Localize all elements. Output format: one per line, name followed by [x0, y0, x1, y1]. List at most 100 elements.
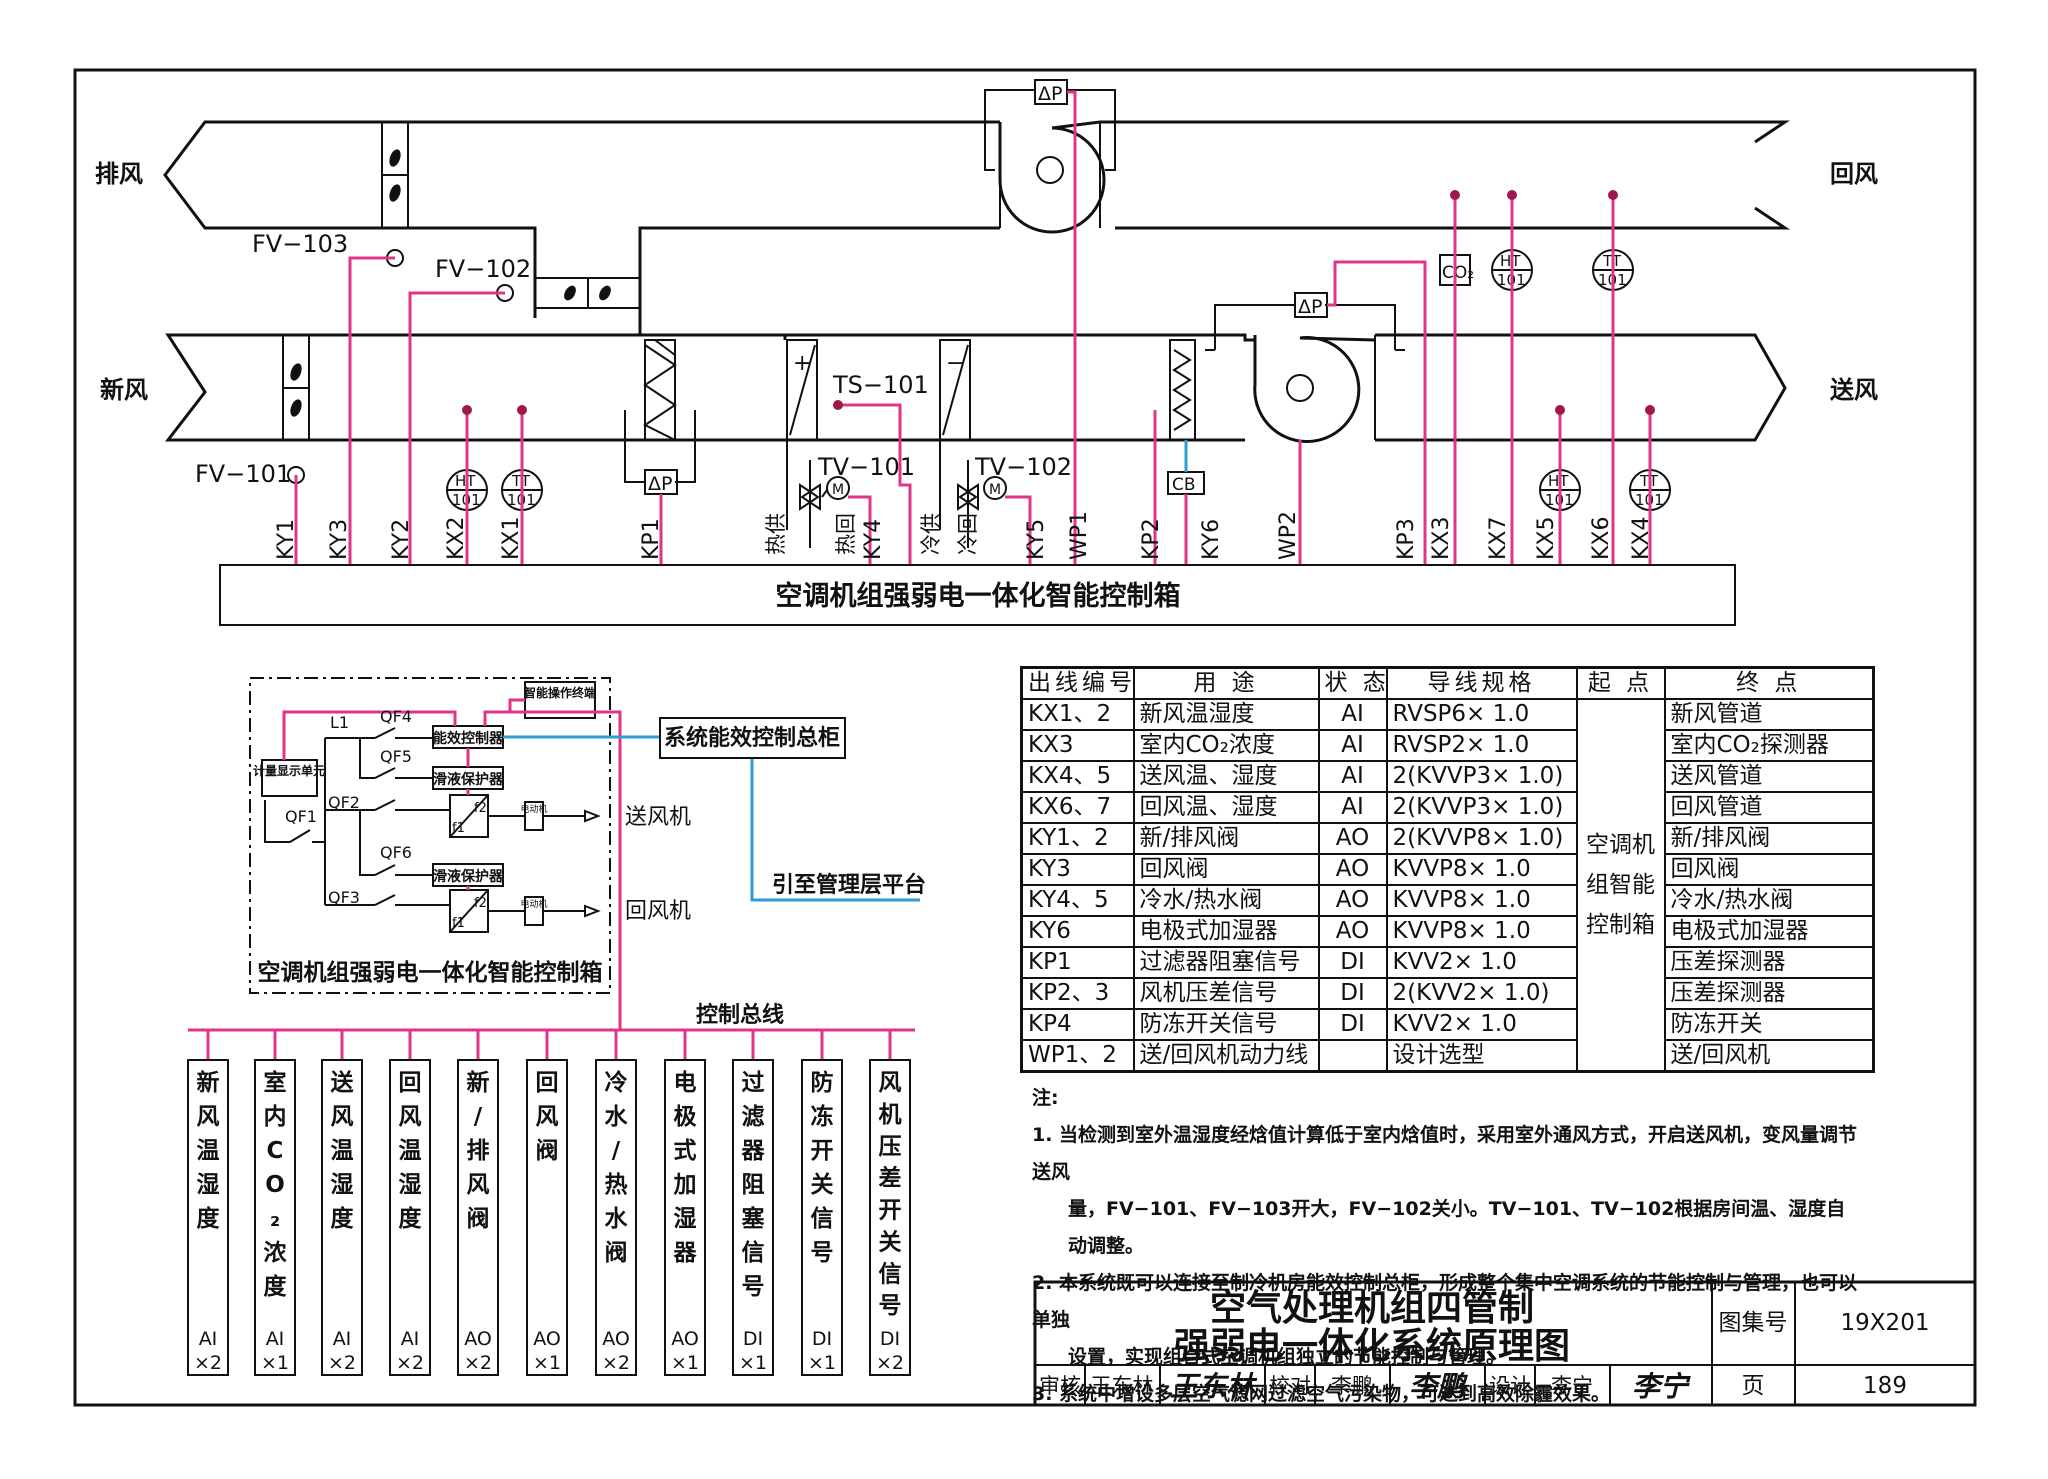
bus-column-count: ×2	[328, 1352, 356, 1374]
table-cell: 新/排风阀	[1132, 822, 1320, 855]
table-cell: KX1、2	[1020, 698, 1135, 731]
bus-column-label: 水	[605, 1104, 629, 1130]
bus-column-label: 滤	[742, 1104, 765, 1130]
terminal-label: KX5	[1534, 517, 1559, 561]
svg-text:热回: 热回	[834, 513, 858, 555]
bus-column-type: DI	[812, 1328, 832, 1350]
mgmt-platform-label: 引至管理层平台	[772, 872, 926, 898]
return-fan	[984, 89, 1116, 234]
bus-column-label: 信	[742, 1239, 765, 1266]
bus-column-label: O	[265, 1172, 285, 1198]
table-cell: 风机压差信号	[1132, 977, 1320, 1010]
table-cell: AO	[1317, 822, 1388, 855]
col-header: 导线规格	[1385, 666, 1578, 700]
signal-dots	[462, 190, 1655, 415]
bus-column-type: AO	[671, 1328, 699, 1350]
table-cell: WP1、2	[1020, 1039, 1135, 1073]
table-header-row: 出线编号 用 途 状 态 导线规格 起 点 终 点	[1020, 666, 1875, 700]
table-cell: 冷水/热水阀	[1663, 884, 1875, 917]
terminal-label: KX3	[1429, 517, 1454, 561]
reviewer-name: 王东林	[1091, 1374, 1154, 1398]
table-cell: AI	[1317, 729, 1388, 762]
ts101-label: TS−101	[832, 371, 929, 399]
motor2-label: 电动机	[520, 898, 547, 910]
svg-text:ΔP: ΔP	[648, 473, 672, 495]
bus-column-label: 阻	[742, 1172, 765, 1198]
table-cell: KP4	[1020, 1008, 1135, 1041]
table-cell: KVVP8× 1.0	[1385, 884, 1578, 917]
chilled-water-valve: M	[957, 460, 1007, 548]
table-cell: 室内CO₂浓度	[1132, 729, 1320, 762]
control-bus-label: 控制总线	[696, 1002, 784, 1028]
col-header: 起 点	[1575, 666, 1666, 700]
table-cell: DI	[1317, 977, 1388, 1010]
table-cell: KP1	[1020, 946, 1135, 979]
table-cell: 2(KVVP3× 1.0)	[1385, 791, 1578, 824]
supply-fan-label: 送风机	[625, 805, 691, 830]
bus-column-label: 机	[879, 1102, 902, 1128]
bus-column-type: AI	[401, 1328, 420, 1350]
origin-cell: 空调机组智能控制箱	[1575, 698, 1666, 1073]
table-cell: AO	[1317, 915, 1388, 948]
control-box-title: 空调机组强弱电一体化智能控制箱	[776, 580, 1181, 612]
table-cell: 送风温、湿度	[1132, 760, 1320, 793]
hot-water-valve: M	[799, 460, 850, 548]
protector2-label: 滑液保护器	[433, 868, 504, 885]
fv101-label: FV−101	[195, 460, 291, 488]
terminal-label: KX1	[499, 517, 524, 561]
table-cell: 设计选型	[1385, 1039, 1578, 1073]
svg-text:冷回: 冷回	[956, 513, 980, 555]
table-cell: 2(KVVP8× 1.0)	[1385, 822, 1578, 855]
motor1-label: 电动机	[520, 803, 547, 815]
bus-column-label: 水	[605, 1206, 629, 1232]
table-cell: KY4、5	[1020, 884, 1135, 917]
table-cell	[1317, 1039, 1388, 1073]
bus-column-label: 压	[879, 1134, 902, 1160]
svg-text:CB: CB	[1172, 475, 1196, 495]
drawing-frame	[73, 68, 1977, 1407]
terminal-label: KY5	[1024, 519, 1049, 560]
panel-detail: 计量显示单元 能效控制器 智能操作终端 滑液保护器 滑液保护器 f1 f2 f1…	[188, 677, 926, 1032]
table-cell: KP2、3	[1020, 977, 1135, 1010]
page-number: 189	[1863, 1373, 1907, 1399]
fresh-air-label: 新风	[100, 376, 148, 404]
qf4-label: QF4	[380, 707, 412, 726]
bus-column-label: 湿	[674, 1206, 697, 1232]
return-fan-dp-switch: ΔP	[1034, 79, 1068, 105]
table-cell: 送风管道	[1663, 760, 1875, 793]
terminal-label: KX6	[1589, 517, 1614, 561]
tv102-label: TV−102	[974, 453, 1072, 481]
bus-column-label: /	[612, 1138, 621, 1164]
review-label: 审核	[1039, 1374, 1081, 1398]
bus-column-count: ×2	[602, 1352, 630, 1374]
bus-column-label: 度	[331, 1205, 355, 1232]
table-cell: KY6	[1020, 915, 1135, 948]
bag-filter	[624, 339, 696, 445]
bus-column-label: 号	[811, 1240, 834, 1266]
table-cell: KY1、2	[1020, 822, 1135, 855]
bus-column-label: 温	[197, 1138, 220, 1164]
atlas-no-label: 图集号	[1719, 1310, 1788, 1336]
svg-text:f1: f1	[452, 821, 465, 836]
bus-column-label: 回	[399, 1070, 422, 1096]
table-cell: 室内CO₂探测器	[1663, 729, 1875, 762]
bus-column-label: 开	[811, 1138, 834, 1164]
bus-column-label: 信	[811, 1205, 834, 1232]
bus-column-label: 器	[741, 1138, 766, 1164]
